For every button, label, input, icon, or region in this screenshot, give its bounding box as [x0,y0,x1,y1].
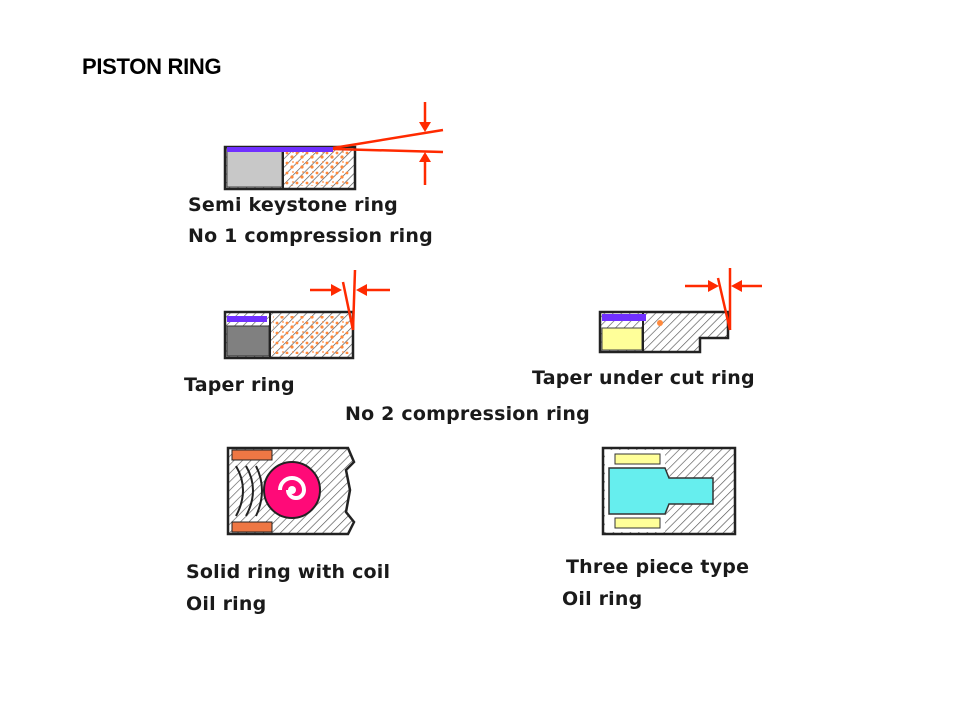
coil-expander [263,461,321,519]
taper-under-cut-ring-figure [598,268,762,354]
semi-keystone-ring-figure [223,102,444,191]
spacer-expander [608,467,714,515]
taper-angle-indicator [332,102,444,185]
three-piece-oil-ring-figure [601,446,737,536]
taper-angle-indicator [685,268,762,331]
three-piece-type-label: Three piece type [566,556,750,578]
ring-cross-section [598,310,730,354]
semi-keystone-ring-label: Semi keystone ring [188,194,398,216]
page-title: PISTON RING [82,54,222,79]
ring-cross-section [223,310,355,360]
no2-compression-ring-label: No 2 compression ring [345,403,590,425]
ring-cross-section [223,145,357,191]
taper-ring-label: Taper ring [184,374,295,396]
solid-ring-with-coil-figure [226,446,356,536]
no1-compression-ring-label: No 1 compression ring [188,225,433,247]
taper-under-cut-ring-label: Taper under cut ring [532,367,755,389]
taper-angle-indicator [310,269,390,331]
solid-ring-with-coil-label: Solid ring with coil [186,561,391,583]
oil-ring-label-right: Oil ring [562,588,643,610]
oil-ring-label-left: Oil ring [186,593,267,615]
taper-ring-figure [223,269,390,360]
